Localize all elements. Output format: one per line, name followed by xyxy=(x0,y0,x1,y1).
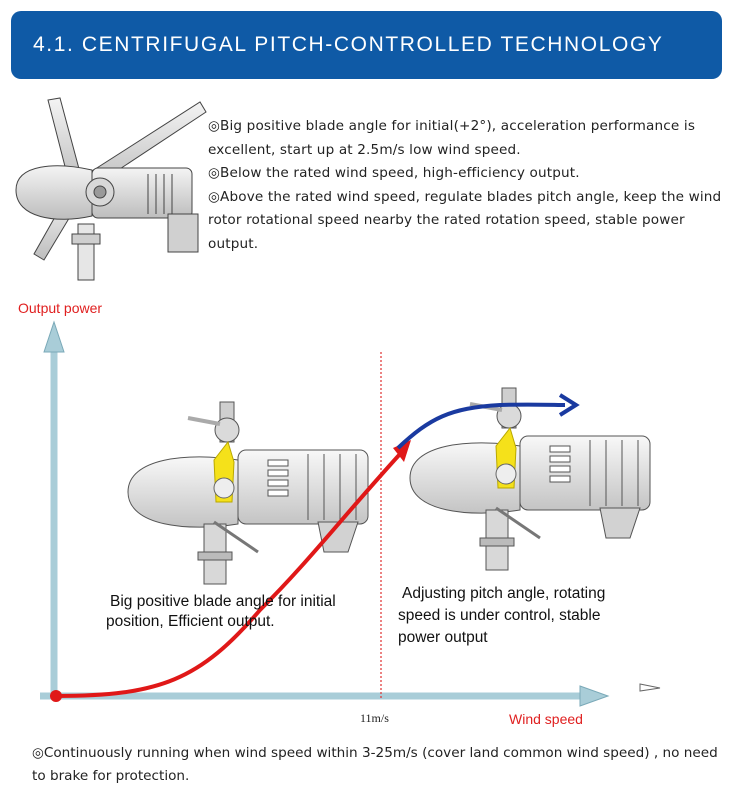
left-caption-line: position, Efficient output. xyxy=(106,613,275,630)
turbine-nacelle-icon xyxy=(126,400,370,586)
feature-item: ◎Big positive blade angle for initial(+2… xyxy=(208,118,696,158)
blue-curve-arrow xyxy=(558,393,580,417)
red-power-curve xyxy=(55,452,402,698)
turbine-illustration xyxy=(15,97,207,281)
small-arrow-icon xyxy=(639,683,661,692)
blue-power-curve xyxy=(396,402,566,450)
power-curve-diagram: Output power Wind speed 11m/s Big positi… xyxy=(18,300,661,727)
origin-dot xyxy=(50,690,62,702)
right-caption-line: Adjusting pitch angle, rotating xyxy=(402,585,605,602)
footer-note: ◎Continuously running when wind speed wi… xyxy=(32,745,718,784)
feature-list: ◎Big positive blade angle for initial(+2… xyxy=(208,115,728,256)
y-axis-label: Output power xyxy=(18,300,102,316)
red-curve-arrow xyxy=(393,440,411,462)
right-caption: Adjusting pitch angle, rotating speed is… xyxy=(398,585,610,646)
x-axis-arrow xyxy=(579,685,610,707)
right-caption-line: power output xyxy=(398,629,488,646)
section-banner: 4.1. CENTRIFUGAL PITCH-CONTROLLED TECHNO… xyxy=(11,11,722,79)
feature-item: ◎Above the rated wind speed, regulate bl… xyxy=(208,188,722,252)
x-axis-label: Wind speed xyxy=(509,711,583,727)
y-axis-arrow xyxy=(43,320,65,353)
feature-item: ◎Below the rated wind speed, high-effici… xyxy=(208,165,580,181)
rated-speed-label: 11m/s xyxy=(360,711,389,725)
left-caption-line: Big positive blade angle for initial xyxy=(110,593,336,610)
right-caption-line: speed is under control, stable xyxy=(398,607,600,624)
section-title: 4.1. CENTRIFUGAL PITCH-CONTROLLED TECHNO… xyxy=(33,33,664,56)
left-caption: Big positive blade angle for initial pos… xyxy=(106,593,340,630)
